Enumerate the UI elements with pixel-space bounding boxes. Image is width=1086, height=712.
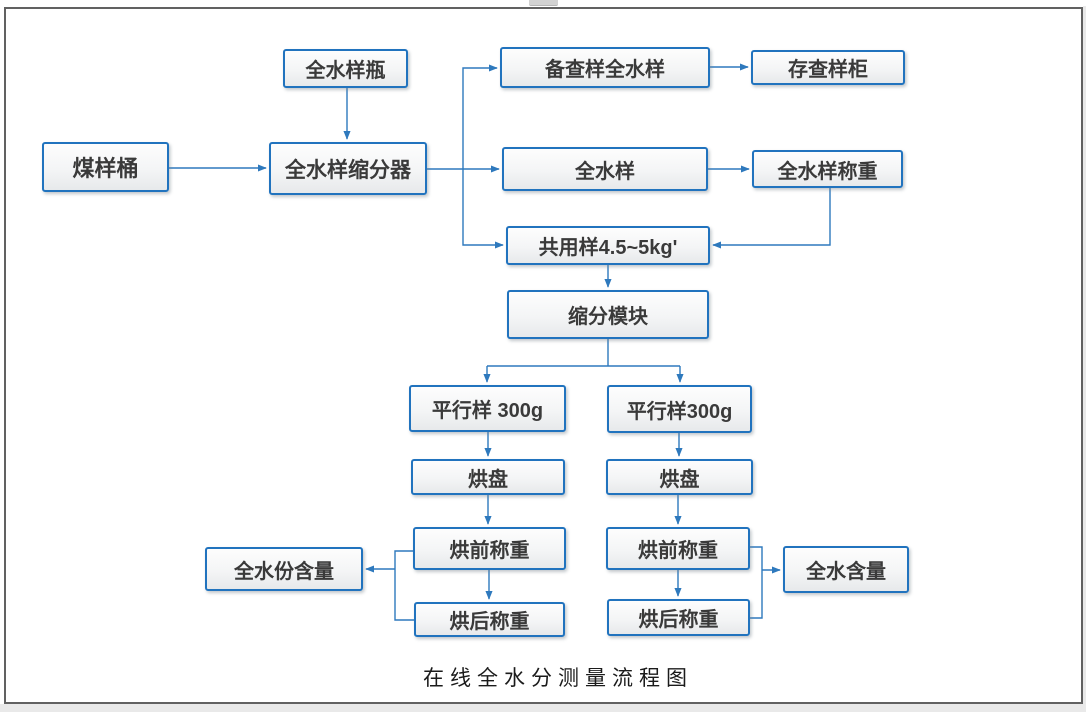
node-parallel-sample-left[interactable]: 平行样 300g xyxy=(409,385,566,432)
node-total-moisture-content-left[interactable]: 全水份含量 xyxy=(205,547,363,591)
node-parallel-sample-right[interactable]: 平行样300g xyxy=(607,385,752,433)
node-division-module[interactable]: 缩分模块 xyxy=(507,290,709,339)
node-post-drying-weighing-right[interactable]: 烘后称重 xyxy=(607,599,750,636)
page-edge-right xyxy=(1083,6,1086,712)
page-edge-bottom xyxy=(0,704,1086,712)
node-pre-drying-weighing-right[interactable]: 烘前称重 xyxy=(606,527,750,570)
node-coal-sample-bucket[interactable]: 煤样桶 xyxy=(42,142,169,192)
node-full-moisture-sample[interactable]: 全水样 xyxy=(502,147,708,191)
node-storage-sample-cabinet[interactable]: 存查样柜 xyxy=(751,50,905,85)
node-moisture-sample-weighing[interactable]: 全水样称重 xyxy=(752,150,903,188)
node-total-moisture-content-right[interactable]: 全水含量 xyxy=(783,546,909,593)
node-shared-sample[interactable]: 共用样4.5~5kg' xyxy=(506,226,710,265)
node-post-drying-weighing-left[interactable]: 烘后称重 xyxy=(414,602,565,637)
node-pre-drying-weighing-left[interactable]: 烘前称重 xyxy=(413,527,566,570)
node-drying-tray-left[interactable]: 烘盘 xyxy=(411,459,565,495)
diagram-caption: 在线全水分测量流程图 xyxy=(423,666,693,690)
node-moisture-sample-divider[interactable]: 全水样缩分器 xyxy=(269,142,427,195)
node-drying-tray-right[interactable]: 烘盘 xyxy=(606,459,753,495)
node-backup-moisture-sample[interactable]: 备查样全水样 xyxy=(500,47,710,88)
page-border-frame xyxy=(4,7,1083,704)
scrollbar-thumb-icon[interactable] xyxy=(529,0,558,6)
node-moisture-sample-bottle[interactable]: 全水样瓶 xyxy=(283,49,408,88)
